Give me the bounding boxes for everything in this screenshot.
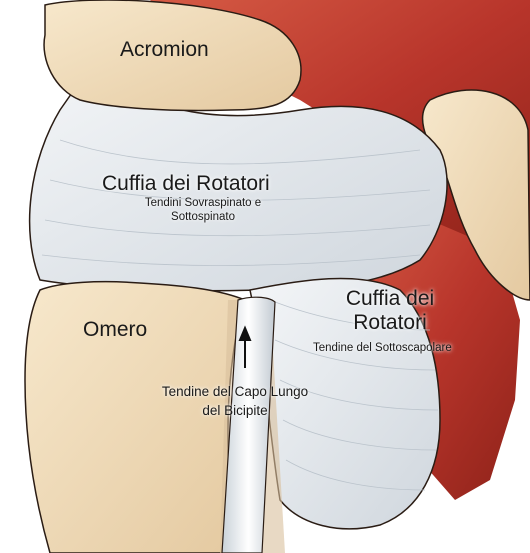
rotator-cuff-upper-title: Cuffia dei Rotatori	[102, 172, 270, 196]
humerus-label: Omero	[83, 318, 147, 342]
rotator-cuff-right-subtitle: Tendine del Sottoscapolare	[313, 341, 452, 355]
rotator-cuff-upper-sub1: Tendini Sovraspinato e	[128, 196, 278, 210]
rotator-cuff-right-line1: Cuffia dei	[335, 287, 445, 311]
acromion-label: Acromion	[120, 38, 209, 62]
rotator-cuff-right-title: Cuffia dei Rotatori	[335, 287, 445, 335]
rotator-cuff-upper-sub2: Sottospinato	[128, 210, 278, 224]
rotator-cuff-right-line2: Rotatori	[335, 311, 445, 335]
biceps-tendon-line1: Tendine del Capo Lungo	[130, 382, 340, 401]
rotator-cuff-upper-subtitle: Tendini Sovraspinato e Sottospinato	[128, 196, 278, 224]
biceps-tendon-line2: del Bicipite	[130, 401, 340, 420]
biceps-tendon-label: Tendine del Capo Lungo del Bicipite	[130, 382, 340, 420]
